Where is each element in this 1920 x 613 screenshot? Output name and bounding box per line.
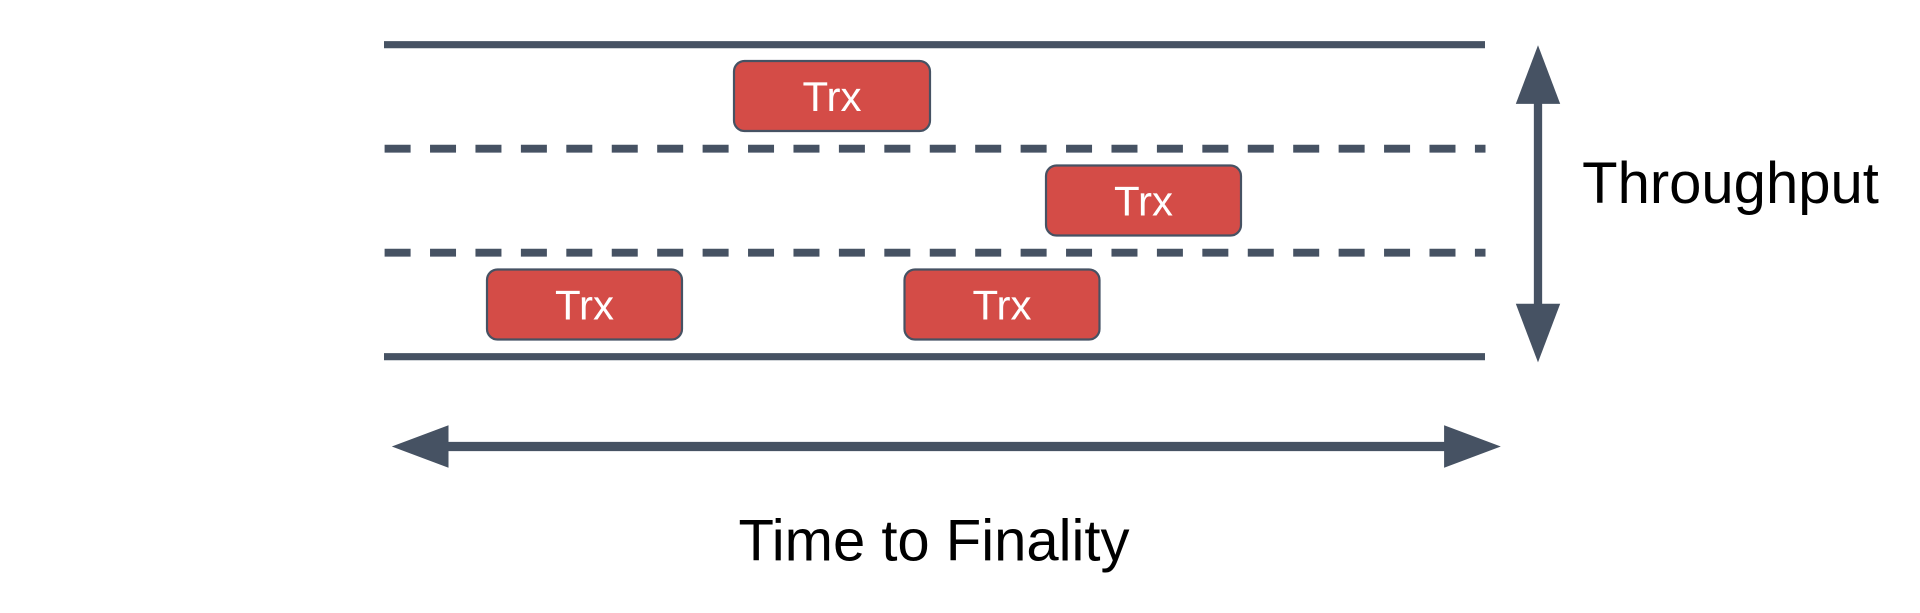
svg-text:Trx: Trx <box>802 73 861 120</box>
svg-text:Time to Finality: Time to Finality <box>738 509 1129 574</box>
svg-text:Trx: Trx <box>555 282 614 329</box>
svg-text:Trx: Trx <box>972 282 1031 329</box>
svg-text:Trx: Trx <box>1114 178 1173 225</box>
svg-text:Throughput: Throughput <box>1582 151 1879 216</box>
